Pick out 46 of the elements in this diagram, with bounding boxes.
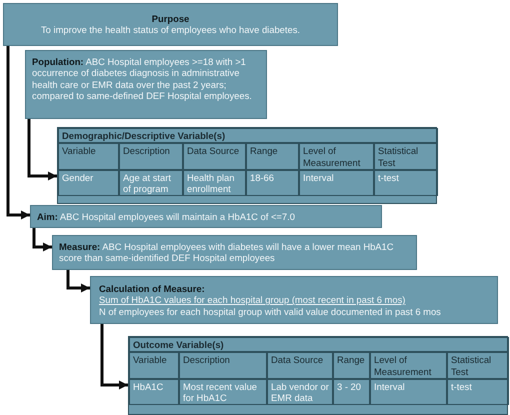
- box-heading: Purpose: [150, 13, 190, 24]
- box-text: Population: ABC Hospital employees >=18 with >1 occurrence of diabetes diagnosis in administrative health care or EMR data over the past 2 years; compared to same-defined DEF Hospital employees.: [32, 56, 253, 102]
- column-header: Range: [246, 143, 299, 170]
- table-value: Most recent value for HbA1C: [179, 378, 267, 406]
- box-text: To improve the health status of employees who have diabetes.: [40, 24, 301, 36]
- column-header: Data Source: [267, 352, 333, 379]
- table-value: Age at start of program: [119, 170, 183, 196]
- table-title: Demographic/Descriptive Variable(s): [58, 128, 438, 144]
- column-header: Level of Measurement: [299, 143, 374, 170]
- table-value: 3 - 20: [333, 378, 370, 406]
- column-header: Variable: [129, 352, 179, 379]
- table-value: Interval: [370, 378, 447, 406]
- box-heading: Calculation of Measure:: [99, 283, 206, 294]
- table-value: 18-66: [246, 170, 299, 196]
- formula-denominator: N of employees for each hospital group with valid value documented in past 6 mos: [99, 306, 442, 317]
- data-table: [57, 127, 437, 204]
- purpose-box: [3, 3, 338, 46]
- table-title: Outcome Variable(s): [129, 337, 509, 352]
- elbow-arrow: [66, 270, 90, 292]
- text-box: [90, 276, 498, 324]
- table-value: Gender: [58, 170, 119, 196]
- table-value: Interval: [299, 170, 374, 196]
- column-header: Variable: [58, 143, 119, 170]
- column-header: Statistical Test: [374, 143, 438, 170]
- text-box: [25, 50, 267, 119]
- column-header: Level of Measurement: [370, 352, 447, 379]
- elbow-arrow: [32, 228, 52, 252]
- table-value: HbA1C: [129, 378, 179, 406]
- column-header: Statistical Test: [447, 352, 509, 379]
- table-value: t-test: [447, 378, 509, 406]
- column-header: Range: [333, 352, 370, 379]
- text-box: [52, 235, 417, 270]
- formula-numerator: Sum of HbA1C values for each hospital group (most recent in past 6 mos): [99, 294, 406, 306]
- text-box: [30, 205, 382, 228]
- column-header: Description: [179, 352, 267, 379]
- table-value: Health plan enrollment: [183, 170, 246, 196]
- column-header: Data Source: [183, 143, 246, 170]
- column-header: Description: [119, 143, 183, 170]
- table-value: Lab vendor or EMR data: [267, 378, 333, 406]
- elbow-arrow: [28, 119, 57, 180]
- elbow-arrow: [6, 46, 30, 220]
- table-value: t-test: [374, 170, 438, 196]
- box-text: Measure: ABC Hospital employees with diabetes will have a lower mean HbA1C score than same-identified DEF Hospital employees: [59, 241, 395, 264]
- data-table: [128, 336, 508, 415]
- box-text: Aim: ABC Hospital employees will maintain a HbA1C of <=7.0: [37, 211, 296, 222]
- elbow-arrow: [100, 324, 128, 390]
